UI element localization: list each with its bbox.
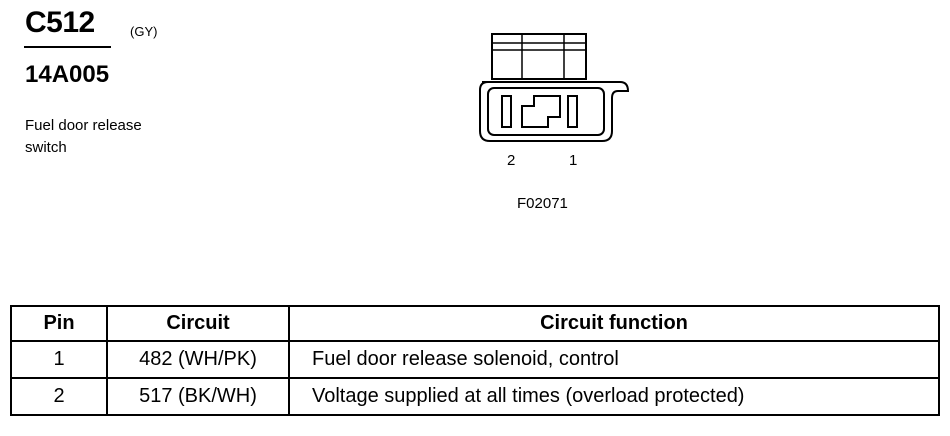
connector-id: C512: [25, 6, 95, 39]
pin-label-2: 2: [507, 152, 516, 169]
table-row: 2 517 (BK/WH) Voltage supplied at all ti…: [10, 377, 940, 416]
pin-cell: 1: [10, 340, 108, 379]
column-header-circuit-function: Circuit function: [288, 305, 940, 342]
table-row: 1 482 (WH/PK) Fuel door release solenoid…: [10, 340, 940, 379]
terminal-pin-2: [501, 95, 512, 128]
connector-face-diagram: [479, 33, 630, 142]
terminal-pin-1: [567, 95, 578, 128]
connector-latch-block: [491, 33, 587, 80]
connector-key: [521, 95, 561, 128]
circuit-cell: 517 (BK/WH): [106, 377, 290, 416]
pin-cell: 2: [10, 377, 108, 416]
table-header-row: Pin Circuit Circuit function: [10, 305, 940, 342]
component-description: Fuel door release switch: [25, 117, 142, 156]
column-header-circuit: Circuit: [106, 305, 290, 342]
circuit-function-cell: Fuel door release solenoid, control: [288, 340, 940, 379]
part-number: 14A005: [25, 61, 110, 88]
connector-color: (GY): [130, 24, 158, 39]
figure-id: F02071: [517, 195, 568, 212]
pin-label-1: 1: [569, 152, 578, 169]
column-header-pin: Pin: [10, 305, 108, 342]
connector-id-underline: [24, 46, 111, 48]
circuit-function-cell: Voltage supplied at all times (overload …: [288, 377, 940, 416]
circuit-cell: 482 (WH/PK): [106, 340, 290, 379]
pin-table: Pin Circuit Circuit function 1 482 (WH/P…: [10, 305, 940, 416]
